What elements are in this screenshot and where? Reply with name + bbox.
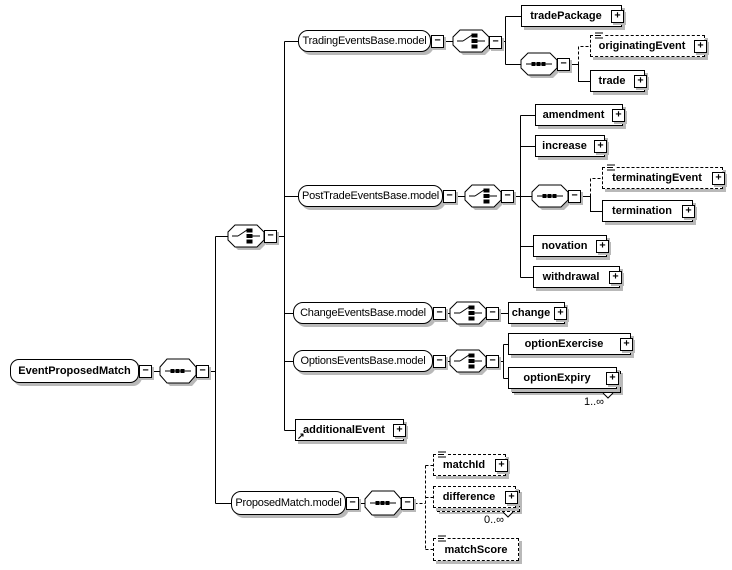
element-optionExercise[interactable]: optionExercise + [508,333,633,355]
collapse-icon[interactable]: − [501,190,514,203]
element-label: additionalEvent [303,424,385,436]
element-label: withdrawal [542,271,600,283]
element-tradePackage[interactable]: tradePackage + [521,5,624,27]
element-matchId[interactable]: matchId + [433,450,508,476]
element-label: matchScore [444,543,508,556]
model-group-ProposedMatch[interactable]: ProposedMatch.model [231,491,346,515]
element-label: originatingEvent [598,40,686,52]
expand-icon[interactable]: + [554,307,567,320]
occurrence-label: 1..∞ [583,396,605,408]
model-group-ChangeEventsBase[interactable]: ChangeEventsBase.model [293,302,433,324]
element-terminatingEvent[interactable]: terminatingEvent + [602,163,725,189]
sequence-compositor[interactable] [531,184,571,210]
element-label: terminatingEvent [612,172,702,184]
occurrence-notch [502,511,514,518]
collapse-icon[interactable]: − [433,355,446,368]
element-change[interactable]: change + [508,302,567,324]
element-trade[interactable]: trade + [590,70,647,92]
expand-icon[interactable]: + [505,491,518,504]
element-label: optionExpiry [523,372,591,384]
model-group-label: ChangeEventsBase.model [300,307,426,319]
collapse-icon[interactable]: − [433,307,446,320]
expand-icon[interactable]: + [712,172,725,185]
expand-icon[interactable]: + [682,205,695,218]
collapse-icon[interactable]: − [346,497,359,510]
occurrence-label: 0..∞ [483,514,505,526]
element-withdrawal[interactable]: withdrawal + [533,266,622,288]
model-group-label: OptionsEventsBase.model [300,355,426,367]
expand-icon[interactable]: + [606,372,619,385]
annotation-icon [594,31,604,40]
element-label: optionExercise [524,338,604,350]
element-label: termination [612,205,672,217]
expand-icon[interactable]: + [611,10,624,23]
collapse-icon[interactable]: − [443,190,456,203]
expand-icon[interactable]: + [594,140,607,153]
model-group-OptionsEventsBase[interactable]: OptionsEventsBase.model [293,350,433,372]
element-optionExpiry[interactable]: optionExpiry + [508,367,619,389]
expand-icon[interactable]: + [634,75,647,88]
expand-icon[interactable]: + [393,424,406,437]
collapse-icon[interactable]: − [139,365,152,378]
collapse-icon[interactable]: − [431,35,444,48]
sequence-compositor[interactable] [364,490,404,518]
model-group-TradingEventsBase[interactable]: TradingEventsBase.model [298,30,431,52]
occurrence-notch [602,392,614,399]
element-additionalEvent[interactable]: ↗ additionalEvent + [295,419,406,441]
element-novation[interactable]: novation + [533,235,609,257]
collapse-icon[interactable]: − [401,497,414,510]
expand-icon[interactable]: + [596,240,609,253]
element-difference[interactable]: difference + [433,486,518,508]
element-label: change [511,307,551,319]
choice-compositor[interactable] [464,184,504,210]
collapse-icon[interactable]: − [557,58,570,71]
element-termination[interactable]: termination + [602,200,695,222]
collapse-icon[interactable]: − [196,365,209,378]
collapse-icon[interactable]: − [486,307,499,320]
element-label: novation [541,240,588,252]
collapse-icon[interactable]: − [568,190,581,203]
element-label: EventProposedMatch [18,365,131,377]
model-group-label: PostTradeEventsBase.model [301,190,440,202]
choice-compositor[interactable] [449,301,489,327]
element-label: tradePackage [530,10,602,22]
element-label: difference [442,491,496,503]
model-group-label: ProposedMatch.model [235,497,342,509]
choice-compositor[interactable] [227,224,267,250]
element-originatingEvent[interactable]: originatingEvent + [590,31,707,57]
element-matchScore[interactable]: matchScore [433,534,519,561]
annotation-icon [606,163,616,172]
element-increase[interactable]: increase + [535,135,607,157]
element-label: amendment [542,109,605,121]
choice-compositor[interactable] [452,29,492,55]
collapse-icon[interactable]: − [486,355,499,368]
expand-icon[interactable]: + [694,40,707,53]
model-group-label: TradingEventsBase.model [302,35,427,47]
annotation-icon [437,534,447,543]
annotation-icon [437,450,447,459]
expand-icon[interactable]: + [620,338,633,351]
expand-icon[interactable]: + [612,109,625,122]
element-label: trade [598,75,626,87]
element-amendment[interactable]: amendment + [535,104,625,126]
element-EventProposedMatch[interactable]: EventProposedMatch [10,359,139,383]
collapse-icon[interactable]: − [264,230,277,243]
expand-icon[interactable]: + [609,271,622,284]
collapse-icon[interactable]: − [489,36,502,49]
element-label: matchId [442,459,486,471]
model-group-PostTradeEventsBase[interactable]: PostTradeEventsBase.model [298,185,443,207]
sequence-compositor[interactable] [159,358,199,386]
expand-icon[interactable]: + [495,459,508,472]
element-label: increase [542,140,587,152]
element-reference-icon: ↗ [297,431,305,441]
choice-compositor[interactable] [449,349,489,375]
sequence-compositor[interactable] [520,52,560,78]
